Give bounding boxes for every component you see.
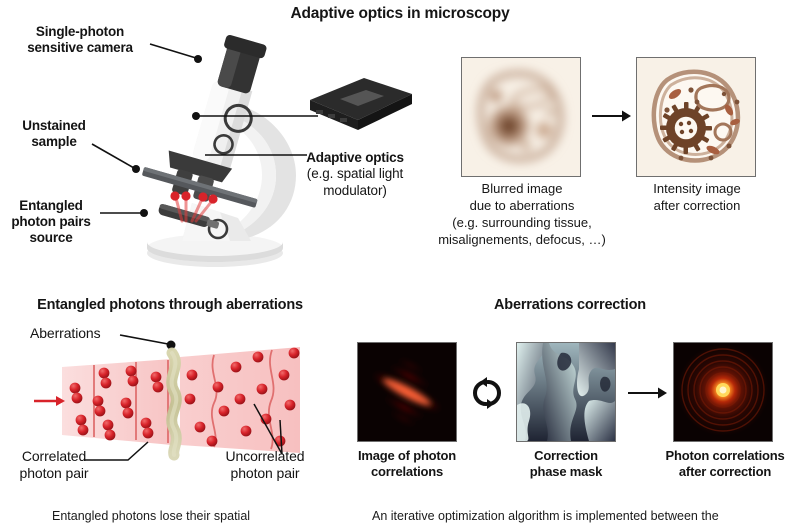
phase-mask-caption-line1: Correction (534, 448, 598, 463)
intensity-caption-line2: after correction (653, 198, 741, 213)
correction-phase-mask-image (516, 342, 616, 442)
correlated-leader-line (82, 438, 152, 464)
bottom-right-panel-title: Aberrations correction (494, 297, 646, 313)
source-label-line2: photon pairs (11, 214, 91, 229)
aberrations-label: Aberrations (30, 325, 101, 341)
slm-label: Adaptive optics (e.g. spatial light modu… (272, 150, 438, 199)
after-corr-caption-line1: Photon correlations (665, 448, 785, 463)
blurred-caption-line4: misalignements, defocus, …) (438, 232, 606, 247)
uncorrelated-label-line2: photon pair (230, 464, 300, 481)
slm-leader-line (190, 106, 320, 126)
correlated-label-line2: photon pair (19, 464, 89, 481)
cycle-loop-icon (466, 375, 508, 411)
bottom-right-arrow (628, 385, 668, 401)
photon-corr-caption-line2: correlations (370, 464, 443, 479)
photon-source-label: Entangled photon pairs source (0, 198, 102, 246)
microscope-illustration (120, 34, 330, 270)
bottom-left-panel-title: Entangled photons through aberrations (37, 297, 303, 313)
sample-label-line1: Unstained (22, 118, 86, 133)
correlated-photon-pair-label: Correlated photon pair (2, 448, 106, 481)
sample-leader-line (90, 140, 150, 176)
camera-label: Single-photon sensitive camera (10, 24, 150, 56)
spatial-light-modulator-device (302, 72, 417, 144)
source-leader-line (98, 206, 154, 220)
photon-correlations-image (357, 342, 457, 442)
camera-label-line2: sensitive camera (27, 40, 133, 55)
phase-mask-caption: Correction phase mask (506, 448, 626, 480)
camera-label-line1: Single-photon (35, 24, 125, 39)
sample-label-line2: sample (31, 134, 77, 149)
photon-corr-caption-line1: Image of photon (357, 448, 457, 463)
blurred-caption-line1: Blurred image (481, 181, 563, 196)
slm-label-bold: Adaptive optics (306, 150, 404, 165)
aberrations-leader-line (118, 330, 180, 352)
top-panel-leader-lines (149, 43, 307, 156)
blurred-caption-line2: due to aberrations (469, 198, 575, 213)
unstained-sample-label: Unstained sample (6, 118, 102, 150)
after-corr-caption-line2: after correction (678, 464, 772, 479)
slm-label-line2: modulator) (323, 182, 387, 198)
bottom-left-body-text: Entangled photons lose their spatial (52, 509, 251, 523)
slm-label-line1: (e.g. spatial light (306, 166, 404, 181)
uncorrelated-label-line1: Uncorrelated (225, 448, 305, 464)
after-correction-caption: Photon correlations after correction (655, 448, 795, 480)
top-panel-arrow (592, 108, 632, 124)
corrected-cell-image (636, 57, 756, 177)
uncorrelated-leader-line (238, 400, 294, 458)
blurred-image-caption: Blurred image due to aberrations (e.g. s… (410, 180, 634, 248)
corrected-correlations-image (673, 342, 773, 442)
blurred-cell-image (461, 57, 581, 177)
phase-mask-caption-line2: phase mask (529, 464, 603, 479)
photon-beam-illustration (32, 345, 317, 461)
photon-correlations-caption: Image of photon correlations (340, 448, 474, 480)
source-label-line1: Entangled (19, 198, 83, 213)
blurred-caption-line3: (e.g. surrounding tissue, (452, 215, 592, 230)
correlated-label-line1: Correlated (21, 448, 87, 464)
bottom-right-body-text: An iterative optimization algorithm is i… (372, 509, 719, 523)
source-label-line3: source (29, 230, 73, 245)
uncorrelated-photon-pair-label: Uncorrelated photon pair (206, 448, 324, 481)
top-panel-title: Adaptive optics in microscopy (290, 5, 510, 22)
intensity-image-caption: Intensity image after correction (634, 180, 760, 214)
intensity-caption-line1: Intensity image (653, 181, 741, 196)
